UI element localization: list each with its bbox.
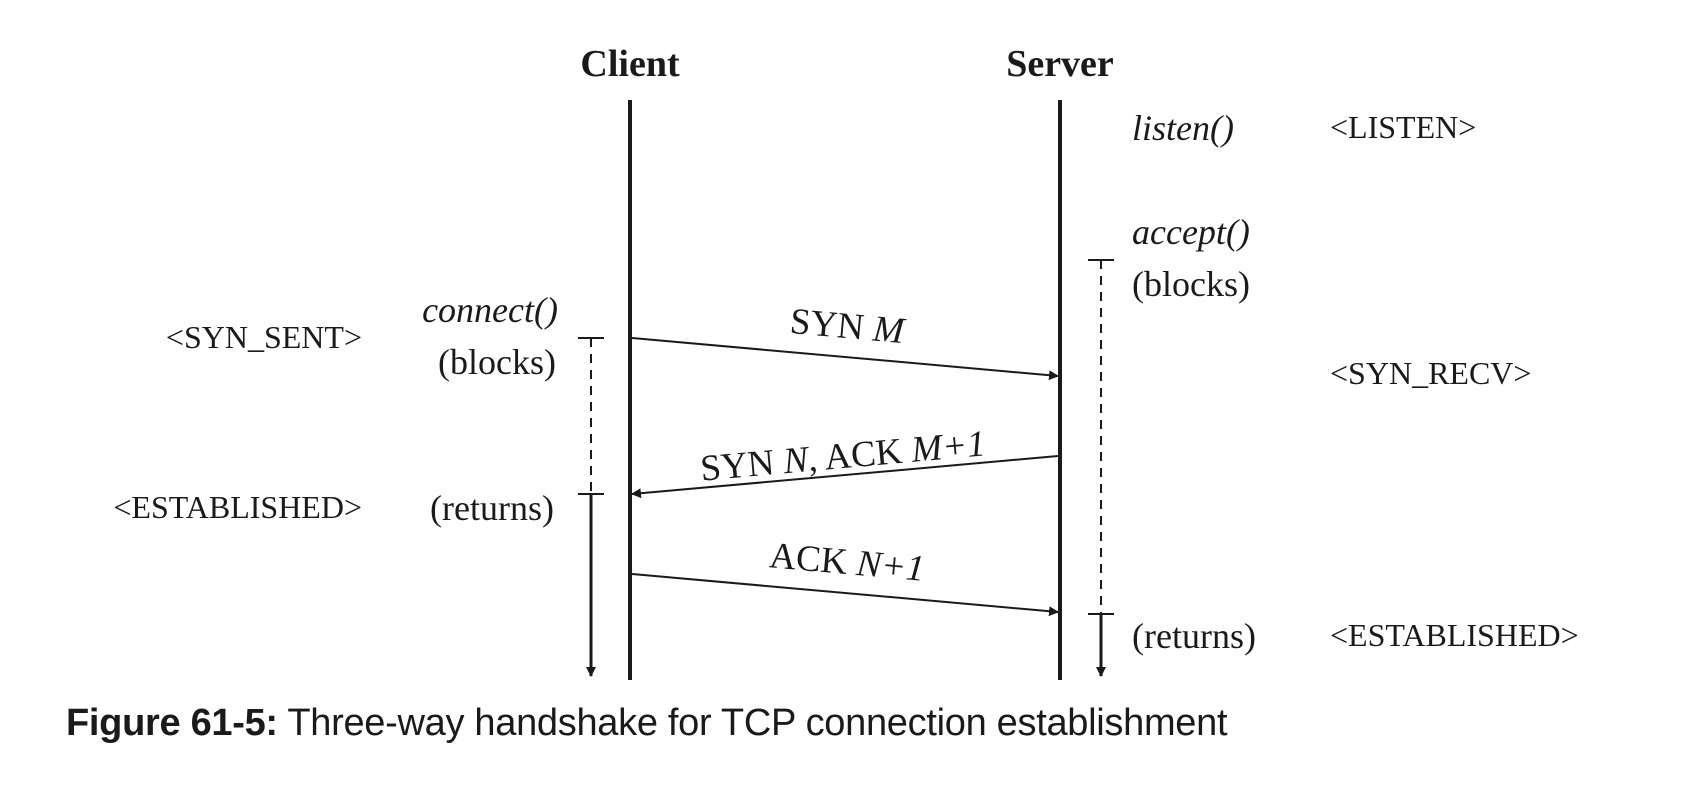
listen-state: <LISTEN>	[1330, 109, 1476, 145]
client-title: Client	[580, 43, 680, 85]
syn-ack-message-label: SYN N, ACK M+1	[699, 423, 988, 489]
connect-call: connect()	[422, 290, 558, 330]
syn-sent-state: <SYN_SENT>	[166, 319, 362, 355]
figure-caption-text: Three-way handshake for TCP connection e…	[277, 702, 1228, 744]
listen-call: listen()	[1132, 108, 1234, 148]
accept-blocks-label: (blocks)	[1132, 264, 1250, 304]
figure-caption-label: Figure 61-5:	[66, 702, 278, 744]
syn-arrow	[631, 337, 1059, 381]
accept-call: accept()	[1132, 212, 1250, 252]
ack-message-label: ACK N+1	[768, 535, 927, 590]
syn-recv-state: <SYN_RECV>	[1330, 355, 1531, 391]
connect-blocks-label: (blocks)	[438, 342, 556, 382]
client-returns-label: (returns)	[430, 488, 554, 528]
syn-ack-arrow	[631, 455, 1059, 499]
server-title: Server	[1006, 43, 1114, 85]
syn-message-label: SYN M	[788, 301, 907, 352]
ack-arrow	[631, 573, 1059, 617]
figure-caption: Figure 61-5: Three-way handshake for TCP…	[66, 702, 1228, 745]
server-returns-label: (returns)	[1132, 616, 1256, 656]
client-established-state: <ESTABLISHED>	[113, 489, 362, 525]
server-established-state: <ESTABLISHED>	[1330, 617, 1579, 653]
